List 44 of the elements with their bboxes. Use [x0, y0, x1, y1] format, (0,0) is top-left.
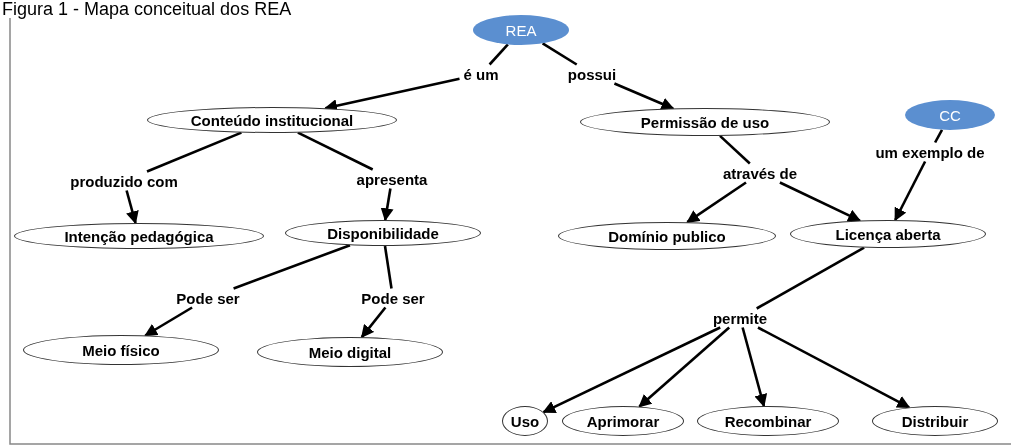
concept-ellipse: Recombinar: [697, 406, 839, 436]
arrow: [638, 326, 731, 408]
concept-ellipse: REA: [473, 15, 569, 45]
arrow: [686, 181, 747, 224]
concept-ellipse: Conteúdo institucional: [147, 107, 397, 133]
arrow: [894, 160, 927, 222]
linking-phrase: permite: [710, 309, 770, 327]
linking-phrase: apresenta: [354, 170, 430, 188]
arrow: [125, 190, 139, 225]
concept-ellipse: Meio digital: [257, 337, 443, 367]
arrow: [144, 306, 193, 337]
concept-ellipse: CC: [905, 100, 995, 130]
arrow: [779, 181, 862, 222]
connector-line: [541, 42, 578, 66]
connector-line: [383, 245, 393, 289]
concept-ellipse: Domínio publico: [558, 222, 776, 250]
connector-line: [146, 131, 242, 173]
concept-ellipse: Licença aberta: [790, 220, 986, 248]
arrow: [380, 188, 394, 222]
figure-title: Figura 1 - Mapa conceitual dos REA: [2, 0, 292, 18]
concept-ellipse: Disponibilidade: [285, 220, 481, 246]
concept-ellipse: Aprimorar: [562, 406, 684, 436]
connector-line: [719, 134, 751, 165]
concept-ellipse: Meio físico: [23, 335, 219, 365]
linking-phrase: um exemplo de: [873, 143, 987, 161]
linking-phrase: Pode ser: [359, 289, 427, 307]
arrow: [741, 327, 768, 408]
arrow: [360, 306, 387, 339]
concept-ellipse: Uso: [502, 406, 548, 436]
linking-phrase: Pode ser: [174, 289, 242, 307]
connector-line: [488, 43, 509, 66]
concept-ellipse: Permissão de uso: [580, 108, 830, 136]
linking-phrase: possui: [565, 65, 619, 83]
linking-phrase: através de: [720, 164, 800, 182]
connector-line: [933, 129, 944, 144]
concept-ellipse: Intenção pedagógica: [14, 223, 264, 249]
arrow: [613, 82, 675, 110]
concept-ellipse: Distribuir: [872, 406, 998, 436]
linking-phrase: é um: [461, 65, 501, 83]
connector-line: [297, 131, 374, 171]
connector-line: [233, 244, 351, 290]
linking-phrase: produzido com: [68, 172, 180, 190]
connector-line: [756, 246, 865, 310]
arrow: [542, 326, 721, 414]
